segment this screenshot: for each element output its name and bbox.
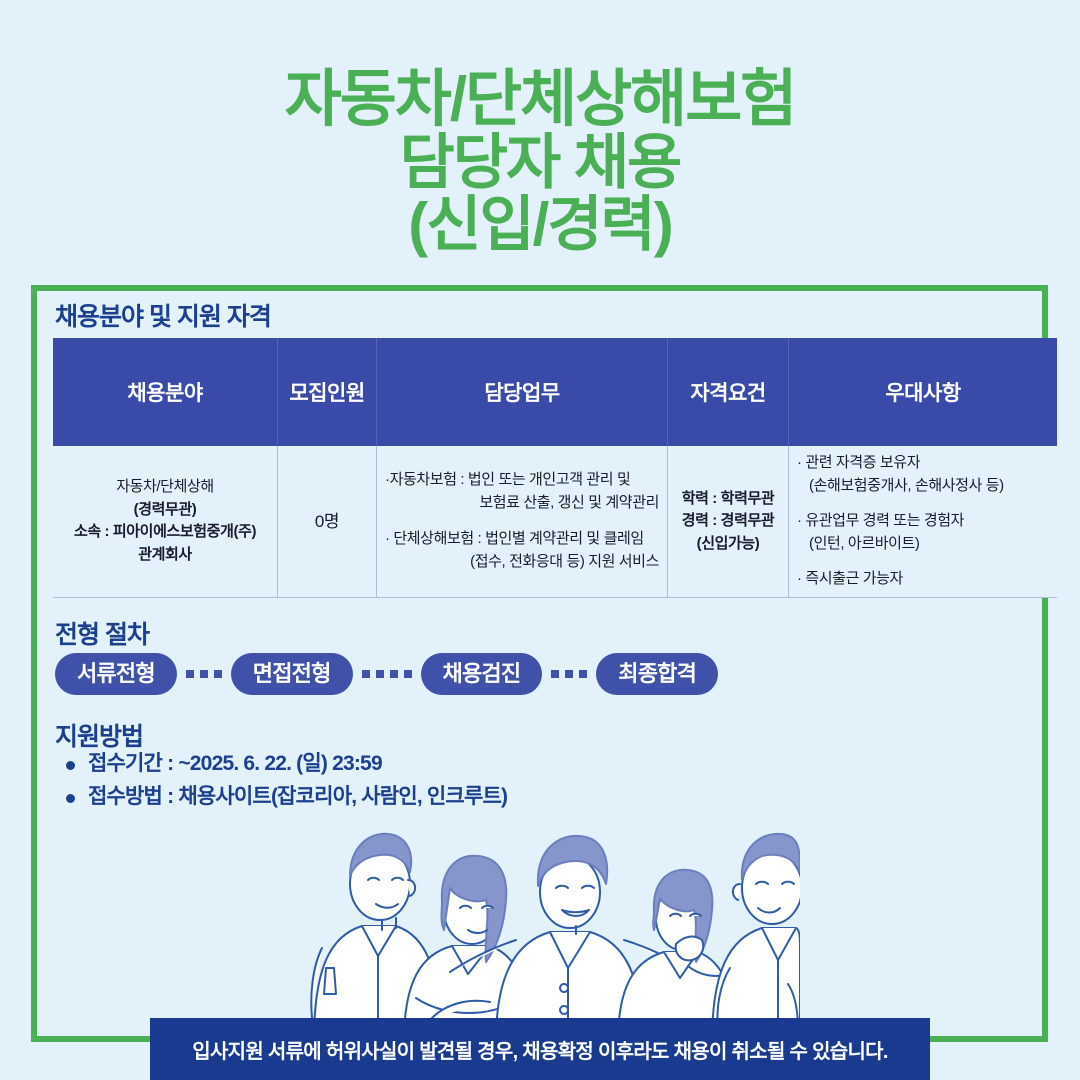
column-header-field: 채용분야: [53, 338, 278, 446]
title-line-1: 자동차/단체상해보험: [284, 65, 798, 134]
table-header-row: 채용분야 모집인원 담당업무 자격요건 우대사항: [53, 338, 1057, 446]
connector-dot: [361, 669, 370, 678]
field-line-3: 소속 : 피아이에스보험중개(주): [73, 523, 257, 541]
field-line-1: 자동차/단체상해: [116, 478, 214, 496]
process-connector-3: [542, 669, 596, 678]
table-header: 채용분야 모집인원 담당업무 자격요건 우대사항: [53, 338, 1057, 446]
process-step-2: 면접전형: [230, 653, 353, 695]
apply-item-method: 접수방법 : 채용사이트(잡코리아, 사람인, 인크루트): [62, 781, 508, 814]
connector-dot: [199, 669, 208, 678]
process-flow: 서류전형 면접전형 채용검진 최종합격: [55, 653, 719, 695]
table-body: 자동차/단체상해 (경력무관) 소속 : 피아이에스보험중개(주) 관계회사 0…: [53, 446, 1057, 598]
poster-title: 자동차/단체상해보험 담당자 채용 (신입/경력): [0, 68, 1080, 255]
people-illustration: [300, 818, 803, 1043]
process-step-3: 채용검진: [420, 653, 543, 695]
connector-dot: [389, 669, 398, 678]
cell-preferences: · 관련 자격증 보유자 (손해보험중개사, 손해사정사 등) · 유관업무 경…: [788, 446, 1057, 598]
field-line-2: (경력무관): [133, 500, 197, 518]
column-header-duties: 담당업무: [376, 338, 668, 446]
field-line-4: 관계회사: [138, 545, 192, 563]
preference-1-main: · 관련 자격증 보유자: [797, 454, 921, 471]
requirement-line-1: 학력 : 학력무관: [681, 489, 775, 507]
cell-duties: ·자동차보험 : 법인 또는 개인고객 관리 및 보험료 산출, 갱신 및 계약…: [376, 446, 668, 598]
title-line-2: 담당자 채용: [399, 128, 683, 196]
column-header-requirements: 자격요건: [667, 338, 789, 446]
duty-item: · 단체상해보험 : 법인별 계약관리 및 클레임 (접수, 전화응대 등) 지…: [385, 528, 659, 573]
apply-method-list: 접수기간 : ~2025. 6. 22. (일) 23:59 접수방법 : 채용…: [62, 748, 508, 814]
process-connector-1: [177, 669, 231, 678]
disclaimer-banner: 입사지원 서류에 허위사실이 발견될 경우, 채용확정 이후라도 채용이 취소될…: [150, 1018, 930, 1080]
section-heading-apply: 지원방법: [55, 723, 144, 751]
duty-1-line-1: ·자동차보험 : 법인 또는 개인고객 관리 및: [385, 471, 631, 489]
section-heading-process: 전형 절차: [55, 621, 150, 649]
table-row: 자동차/단체상해 (경력무관) 소속 : 피아이에스보험중개(주) 관계회사 0…: [53, 446, 1057, 598]
preference-3-main: · 즉시출근 가능자: [797, 570, 903, 587]
column-header-preferences: 우대사항: [788, 338, 1057, 446]
five-people-line-art-icon: [310, 832, 803, 1043]
cell-requirements: 학력 : 학력무관 경력 : 경력무관 (신입가능): [667, 446, 789, 598]
preference-item: · 관련 자격증 보유자 (손해보험중개사, 손해사정사 등): [797, 452, 1049, 497]
apply-item-period: 접수기간 : ~2025. 6. 22. (일) 23:59: [62, 748, 507, 781]
connector-dot: [565, 669, 574, 678]
disclaimer-text: 입사지원 서류에 허위사실이 발견될 경우, 채용확정 이후라도 채용이 취소될…: [192, 1040, 888, 1063]
process-connector-2: [353, 669, 421, 678]
cell-field: 자동차/단체상해 (경력무관) 소속 : 피아이에스보험중개(주) 관계회사: [53, 446, 278, 598]
connector-dot: [403, 669, 412, 678]
process-step-1: 서류전형: [55, 653, 177, 695]
title-line-3: (신입/경력): [408, 190, 673, 258]
recruitment-table: 채용분야 모집인원 담당업무 자격요건 우대사항 자동차/단체상해 (경력무관)…: [53, 338, 1057, 598]
duty-2-line-1: · 단체상해보험 : 법인별 계약관리 및 클레임: [385, 530, 644, 548]
preference-item: · 즉시출근 가능자: [797, 568, 1049, 591]
column-header-headcount: 모집인원: [277, 338, 377, 446]
preference-item: · 유관업무 경력 또는 경험자 (인턴, 아르바이트): [797, 510, 1049, 555]
connector-dot: [551, 669, 560, 678]
preference-2-sub: (인턴, 아르바이트): [809, 534, 920, 552]
connector-dot: [185, 669, 194, 678]
process-step-4: 최종합격: [596, 653, 719, 695]
requirement-line-2: 경력 : 경력무관: [681, 512, 775, 529]
duty-2-line-2: (접수, 전화응대 등) 지원 서비스: [470, 552, 659, 570]
section-heading-recruitment: 채용분야 및 지원 자격: [55, 303, 272, 331]
connector-dot: [375, 669, 384, 678]
duty-1-line-2: 보험료 산출, 갱신 및 계약관리: [479, 493, 659, 511]
cell-headcount: 0명: [277, 446, 377, 598]
connector-dot: [579, 669, 588, 678]
preference-1-sub: (손해보험중개사, 손해사정사 등): [809, 476, 1004, 494]
duty-item: ·자동차보험 : 법인 또는 개인고객 관리 및 보험료 산출, 갱신 및 계약…: [385, 469, 659, 514]
preference-2-main: · 유관업무 경력 또는 경험자: [797, 512, 965, 529]
connector-dot: [213, 669, 222, 678]
requirement-line-3: (신입가능): [696, 534, 760, 552]
